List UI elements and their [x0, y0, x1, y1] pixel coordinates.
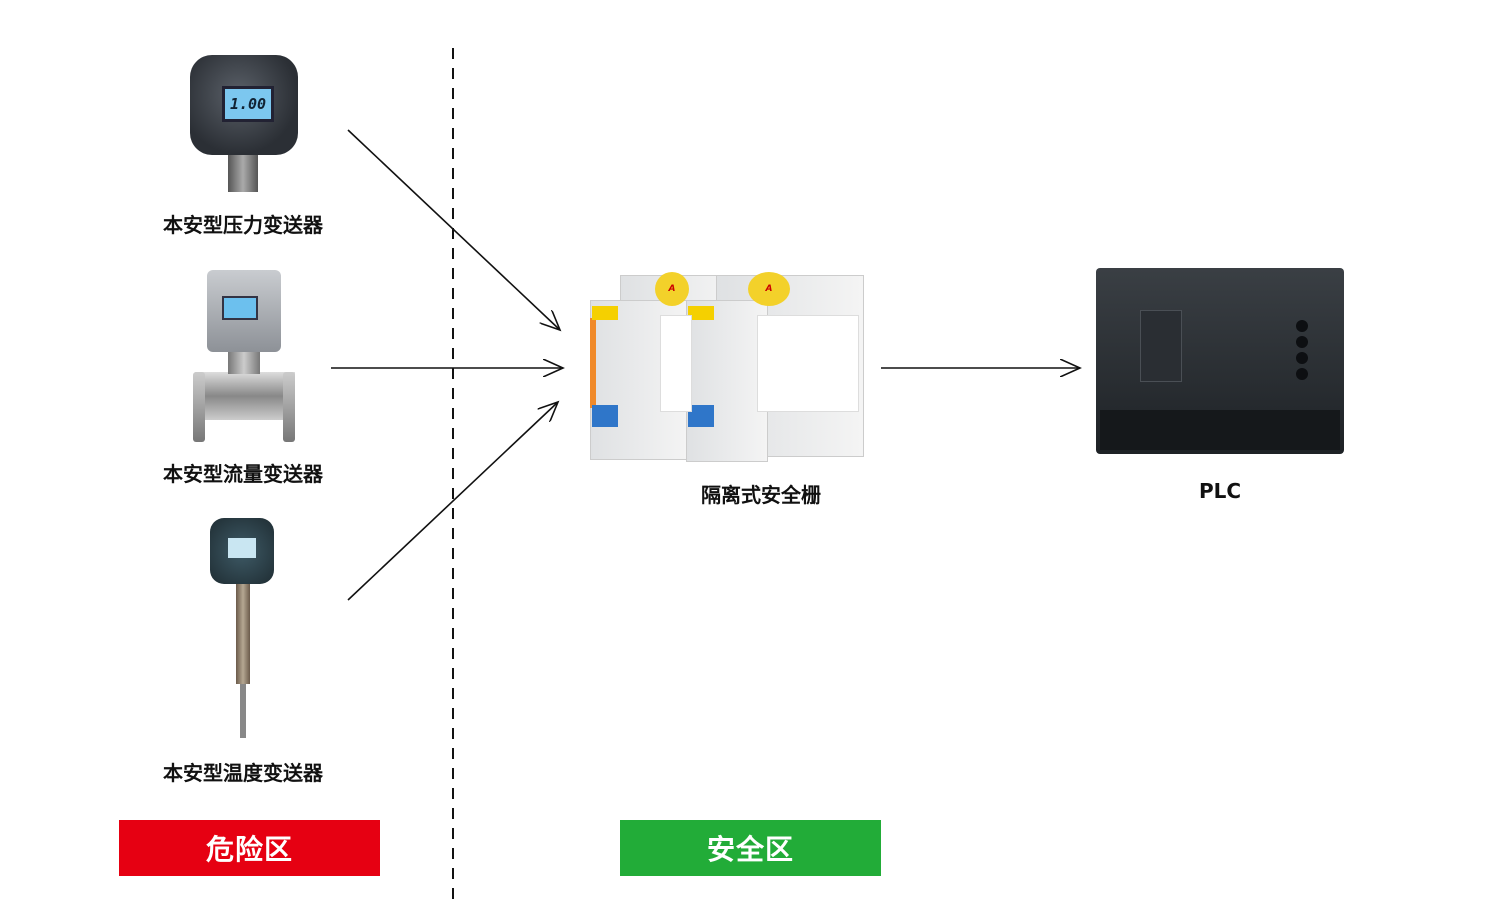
barrier-blue-terminals-2 — [688, 405, 714, 427]
plc-led — [1296, 368, 1308, 380]
barrier-stripe — [590, 318, 596, 408]
temperature-rod — [236, 584, 250, 684]
barrier-yellow-terminals — [592, 306, 618, 320]
plc-label: PLC — [1198, 479, 1242, 503]
pressure-fitting — [228, 150, 258, 192]
safe-zone-badge: 安全区 — [620, 820, 881, 876]
barrier-panel-2 — [757, 315, 859, 412]
arrow-pressure-to-barrier — [347, 129, 560, 330]
temperature-display — [228, 538, 256, 558]
flow-flange-right — [283, 372, 295, 442]
acrel-logo-1: A — [655, 272, 689, 306]
pressure-transmitter-label: 本安型压力变送器 — [163, 213, 323, 237]
temperature-transmitter-label: 本安型温度变送器 — [163, 761, 323, 785]
danger-zone-badge: 危险区 — [119, 820, 380, 876]
flow-flange-left — [193, 372, 205, 442]
plc-led — [1296, 336, 1308, 348]
barrier-panel-1 — [660, 315, 692, 412]
flow-neck — [228, 352, 260, 374]
acrel-logo-2: A — [748, 272, 790, 306]
pressure-display: 1.00 — [222, 86, 274, 122]
barrier-yellow-terminals-2 — [688, 306, 714, 320]
barrier-blue-terminals — [592, 405, 618, 427]
flow-display — [222, 296, 258, 320]
safety-barrier-label: 隔离式安全栅 — [701, 483, 821, 507]
plc-cover — [1140, 310, 1182, 382]
arrow-temperature-to-barrier — [347, 402, 558, 601]
flow-transmitter-label: 本安型流量变送器 — [163, 462, 323, 486]
barrier-module-3 — [686, 300, 768, 462]
flow-pipe — [195, 372, 295, 420]
plc-terminal-strip — [1100, 410, 1340, 450]
plc-led — [1296, 352, 1308, 364]
temperature-probe — [240, 684, 246, 738]
plc-led — [1296, 320, 1308, 332]
